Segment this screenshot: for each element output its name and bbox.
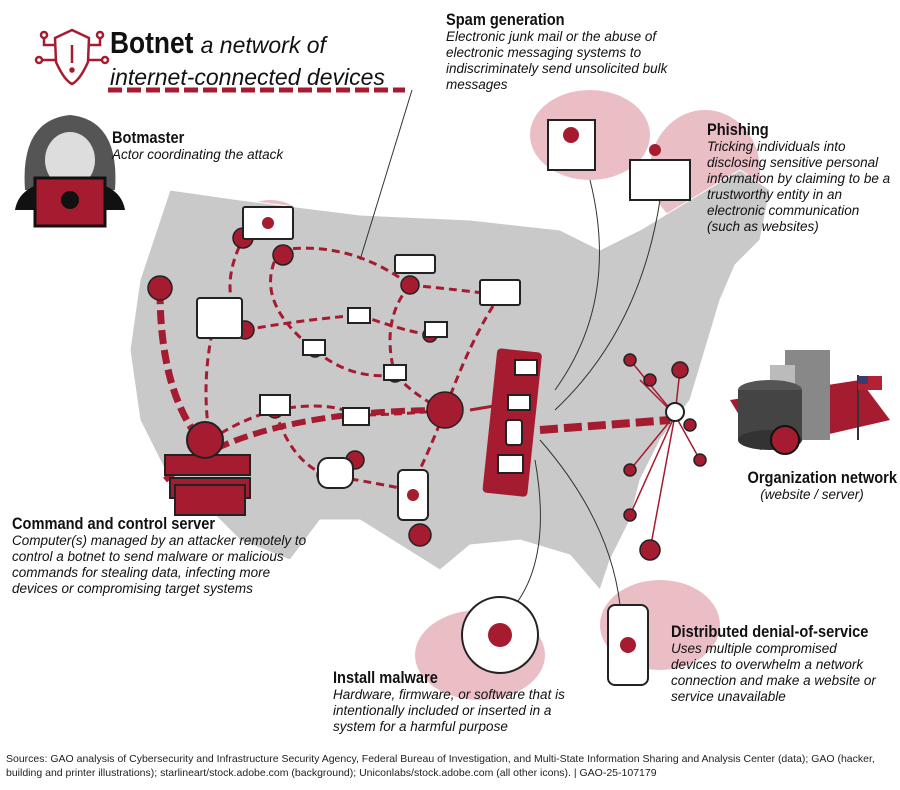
command-control-label: Command and control server Computer(s) m… [12,514,307,596]
organization-illustration [738,350,882,455]
install-malware-label: Install malware Hardware, firmware, or s… [333,668,565,734]
spam-generation-label: Spam generation Electronic junk mail or … [446,10,668,92]
command-server-illustration [164,421,251,516]
bug-icons [262,127,661,653]
hacker-illustration [15,115,125,228]
sources-note: Sources: GAO analysis of Cybersecurity a… [6,753,875,779]
page-title: Botnet a network of internet-connected d… [110,25,385,90]
ddos-label: Distributed denial-of-service Uses multi… [671,622,876,704]
shield-alert-icon [34,28,110,86]
botmaster-label: Botmaster Actor coordinating the attack [112,128,284,162]
organization-network-label: Organization network (website / server) [747,468,897,502]
phishing-label: Phishing Tricking individuals into discl… [707,120,891,234]
